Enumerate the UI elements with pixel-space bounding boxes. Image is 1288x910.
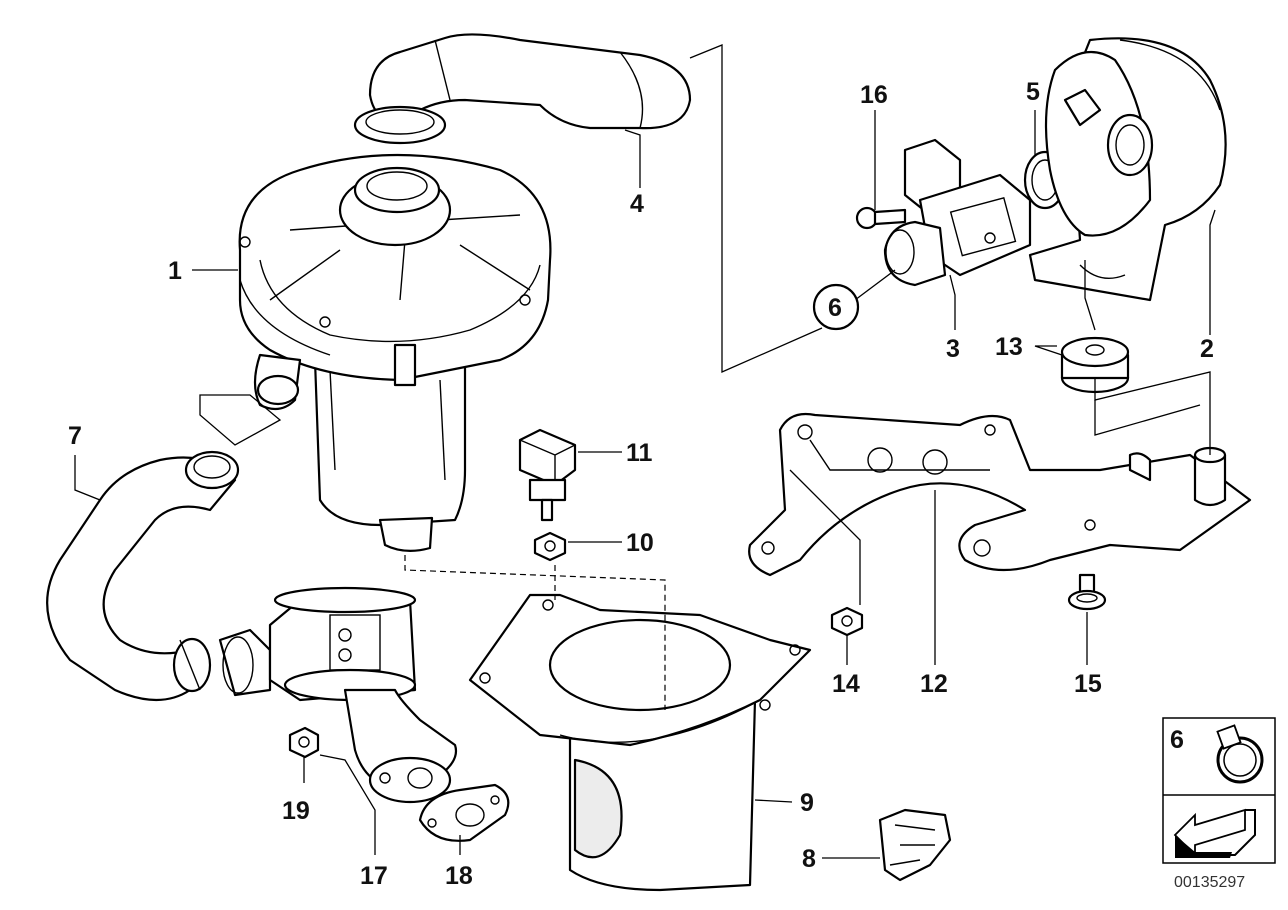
label-16: 16 (860, 81, 888, 109)
air-pump (238, 153, 552, 552)
screw-16 (855, 206, 907, 230)
label-17: 17 (360, 862, 388, 890)
mount-bracket (748, 412, 1252, 577)
label-10: 10 (626, 529, 654, 557)
label-11: 11 (626, 439, 653, 467)
valve (883, 138, 1032, 287)
air-filter (1028, 37, 1227, 302)
label-3: 3 (946, 335, 960, 363)
hose-lower (46, 450, 240, 702)
nut-14 (830, 606, 864, 637)
label-14: 14 (832, 670, 860, 698)
label-9: 9 (800, 789, 814, 817)
legend-part-number: 6 (1170, 726, 1184, 754)
leader-lines (74, 110, 1216, 859)
label-1: 1 (168, 257, 182, 285)
part-labels: 1 2 3 4 5 6 7 8 9 10 11 12 13 14 15 16 1… (68, 78, 1214, 890)
label-8: 8 (802, 845, 816, 873)
assembly-lines (199, 44, 1211, 710)
label-12: 12 (920, 670, 948, 698)
hose-clamp-icon (1216, 724, 1264, 784)
clip-8 (878, 808, 952, 882)
label-6: 6 (828, 294, 842, 322)
hose-upper (353, 33, 692, 145)
gasket (418, 783, 510, 842)
label-4: 4 (630, 190, 644, 218)
label-2: 2 (1200, 335, 1214, 363)
diagram-id: 00135297 (1174, 874, 1245, 891)
legend-box: 6 (1162, 717, 1276, 864)
check-valve (218, 586, 458, 804)
label-15: 15 (1074, 670, 1102, 698)
label-13: 13 (995, 333, 1023, 361)
label-5: 5 (1026, 78, 1040, 106)
pump-bracket (468, 593, 812, 892)
label-18: 18 (445, 862, 473, 890)
pressure-sensor (518, 428, 577, 522)
nut-19 (288, 726, 320, 759)
nut-10 (533, 531, 567, 562)
label-6-circle (812, 283, 860, 331)
label-7: 7 (68, 422, 82, 450)
screw-15 (1067, 573, 1107, 611)
arrow-icon (1173, 808, 1256, 858)
label-19: 19 (282, 797, 310, 825)
